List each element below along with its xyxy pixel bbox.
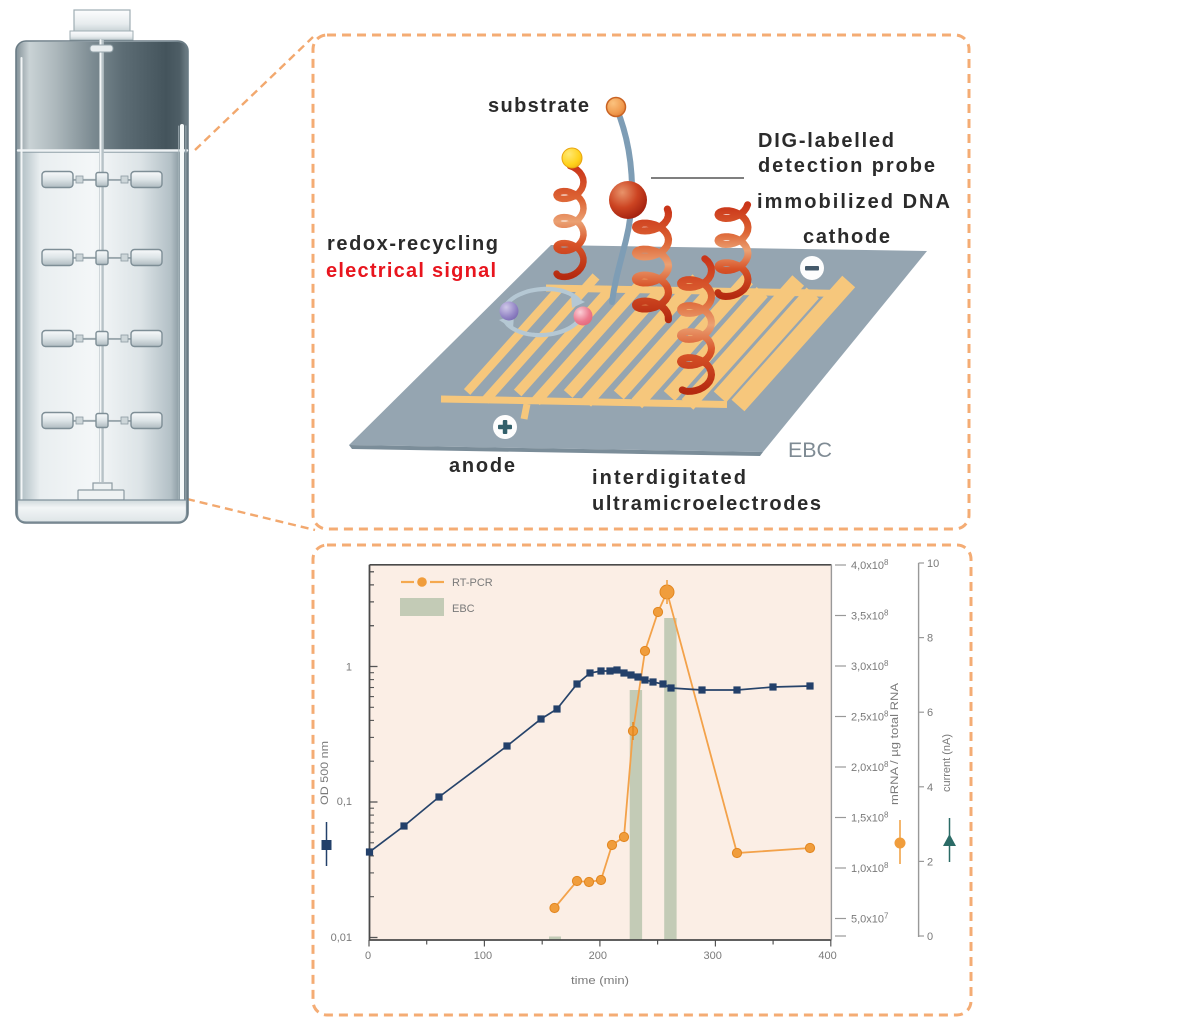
svg-text:300: 300 <box>704 950 722 962</box>
svg-text:3,0x108: 3,0x108 <box>851 659 889 673</box>
svg-text:interdigitated: interdigitated <box>592 467 746 489</box>
svg-text:ultramicroelectrodes: ultramicroelectrodes <box>592 493 821 515</box>
svg-text:2: 2 <box>927 856 933 868</box>
svg-text:0,1: 0,1 <box>337 796 352 808</box>
svg-text:6: 6 <box>927 707 933 719</box>
svg-text:1,0x108: 1,0x108 <box>851 861 889 875</box>
svg-text:current (nA): current (nA) <box>941 734 953 792</box>
svg-text:time (min): time (min) <box>571 975 629 987</box>
svg-text:anode: anode <box>449 455 515 477</box>
svg-text:EBC: EBC <box>788 439 832 462</box>
svg-text:detection probe: detection probe <box>758 155 935 177</box>
svg-text:8: 8 <box>927 633 933 645</box>
svg-text:OD 500 nm: OD 500 nm <box>319 741 331 805</box>
svg-text:redox-recycling: redox-recycling <box>327 233 498 255</box>
svg-text:0: 0 <box>927 931 933 943</box>
svg-text:5,0x107: 5,0x107 <box>851 912 889 926</box>
svg-text:10: 10 <box>927 558 939 570</box>
svg-text:4,0x108: 4,0x108 <box>851 558 889 572</box>
svg-text:mRNA / µg total RNA: mRNA / µg total RNA <box>889 682 901 805</box>
svg-text:1,5x108: 1,5x108 <box>851 811 889 825</box>
svg-text:100: 100 <box>474 950 492 962</box>
svg-text:200: 200 <box>589 950 607 962</box>
svg-text:0,01: 0,01 <box>331 932 352 944</box>
svg-text:4: 4 <box>927 782 933 794</box>
svg-text:2,5x108: 2,5x108 <box>851 710 889 724</box>
svg-text:2,0x108: 2,0x108 <box>851 760 889 774</box>
svg-text:3,5x108: 3,5x108 <box>851 609 889 623</box>
svg-text:400: 400 <box>818 950 836 962</box>
svg-text:cathode: cathode <box>803 226 890 248</box>
svg-text:RT-PCR: RT-PCR <box>452 577 493 589</box>
svg-text:electrical signal: electrical signal <box>326 260 496 282</box>
svg-text:EBC: EBC <box>452 603 475 615</box>
svg-text:immobilized DNA: immobilized DNA <box>757 191 950 213</box>
svg-text:1: 1 <box>346 662 352 674</box>
svg-text:substrate: substrate <box>488 95 589 117</box>
svg-text:0: 0 <box>365 950 371 962</box>
